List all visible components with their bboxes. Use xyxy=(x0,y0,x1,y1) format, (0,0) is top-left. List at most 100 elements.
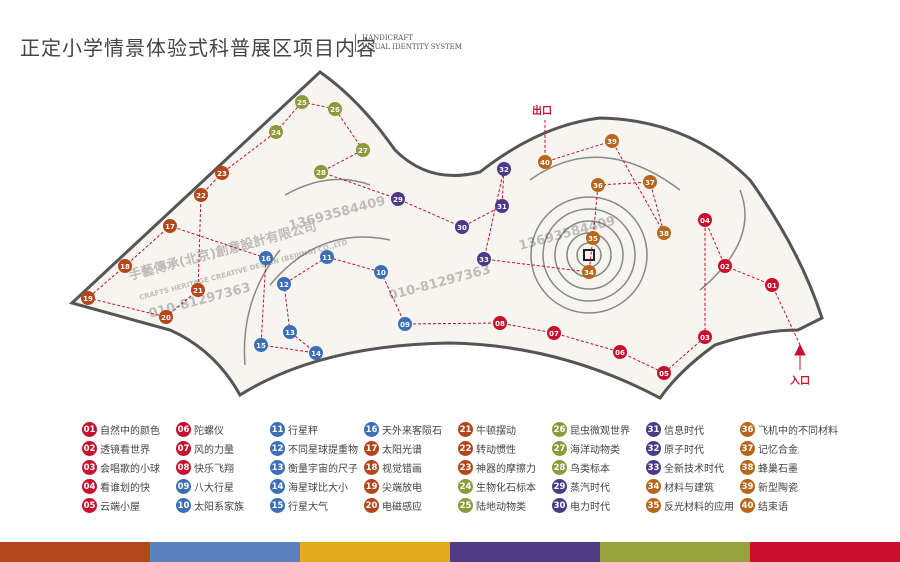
exhibit-marker-14: 14 xyxy=(309,346,323,360)
legend-number: 31 xyxy=(646,422,661,437)
color-band-segment xyxy=(450,542,600,562)
color-band-segment xyxy=(300,542,450,562)
marker-number: 35 xyxy=(588,235,598,243)
legend-label: 快乐飞翔 xyxy=(194,464,234,475)
legend-number: 20 xyxy=(364,498,379,513)
marker-number: 39 xyxy=(607,138,617,146)
marker-dot xyxy=(320,250,334,264)
legend-label: 八大行星 xyxy=(194,483,234,494)
legend-label: 云端小屋 xyxy=(100,502,140,513)
marker-number: 37 xyxy=(645,179,655,187)
legend-label: 会唱歌的小球 xyxy=(100,464,160,475)
color-band xyxy=(0,542,900,562)
legend-number: 02 xyxy=(82,441,97,456)
exhibit-marker-29: 29 xyxy=(391,192,405,206)
exhibit-marker-31: 31 xyxy=(495,199,509,213)
marker-number: 09 xyxy=(400,321,410,329)
legend-label: 风的力量 xyxy=(194,445,234,456)
exhibit-marker-03: 03 xyxy=(698,330,712,344)
marker-number: 23 xyxy=(217,170,227,178)
marker-dot xyxy=(309,346,323,360)
legend-label: 飞机中的不同材料 xyxy=(758,426,838,437)
legend-number: 15 xyxy=(270,498,285,513)
marker-number: 19 xyxy=(83,295,93,303)
marker-dot xyxy=(194,188,208,202)
marker-number: 38 xyxy=(659,230,669,238)
marker-number: 18 xyxy=(120,263,130,271)
legend-label: 海洋动物类 xyxy=(570,445,620,456)
marker-dot xyxy=(295,95,309,109)
marker-dot xyxy=(374,265,388,279)
marker-number: 31 xyxy=(497,203,507,211)
marker-dot xyxy=(613,345,627,359)
entrance-arrow-icon xyxy=(794,343,806,370)
legend-number: 33 xyxy=(646,460,661,475)
exhibit-marker-30: 30 xyxy=(455,220,469,234)
marker-dot xyxy=(328,102,342,116)
marker-dot xyxy=(191,283,205,297)
legend-number: 11 xyxy=(270,422,285,437)
exhibit-marker-15: 15 xyxy=(254,338,268,352)
marker-dot xyxy=(586,231,600,245)
legend-label: 尖端放电 xyxy=(382,483,422,494)
marker-number: 13 xyxy=(285,329,295,337)
marker-dot xyxy=(391,192,405,206)
exhibit-marker-16: 16 xyxy=(259,251,273,265)
brand-line-1: HANDICRAFT xyxy=(362,34,413,42)
marker-dot xyxy=(283,325,297,339)
exhibit-marker-22: 22 xyxy=(194,188,208,202)
legend-label: 海星球比大小 xyxy=(288,483,348,494)
marker-number: 27 xyxy=(358,147,368,155)
marker-dot xyxy=(698,213,712,227)
legend-number: 19 xyxy=(364,479,379,494)
exhibit-marker-23: 23 xyxy=(215,166,229,180)
exhibit-marker-13: 13 xyxy=(283,325,297,339)
marker-dot xyxy=(591,178,605,192)
marker-number: 05 xyxy=(659,370,669,378)
exhibit-marker-26: 26 xyxy=(328,102,342,116)
marker-dot xyxy=(657,226,671,240)
marker-number: 33 xyxy=(479,256,489,264)
legend-number: 27 xyxy=(552,441,567,456)
exhibit-marker-27: 27 xyxy=(356,143,370,157)
legend-number: 32 xyxy=(646,441,661,456)
exhibit-marker-12: 12 xyxy=(277,277,291,291)
color-band-segment xyxy=(0,542,150,562)
legend-number: 25 xyxy=(458,498,473,513)
exhibit-marker-39: 39 xyxy=(605,134,619,148)
legend-number: 24 xyxy=(458,479,473,494)
legend-label: 记忆合金 xyxy=(758,445,798,456)
tour-route xyxy=(86,101,801,374)
legend-number: 30 xyxy=(552,498,567,513)
legend-label: 陆地动物类 xyxy=(476,502,526,513)
marker-dot xyxy=(81,291,95,305)
legend-label: 鸟类标本 xyxy=(570,464,610,475)
legend-label: 不同星球提重物 xyxy=(288,445,358,456)
legend-label: 看谁划的快 xyxy=(100,483,150,494)
marker-dot xyxy=(765,278,779,292)
legend-number: 28 xyxy=(552,460,567,475)
marker-number: 25 xyxy=(297,99,307,107)
legend-number: 16 xyxy=(364,422,379,437)
exhibit-marker-25: 25 xyxy=(295,95,309,109)
marker-dot xyxy=(215,166,229,180)
exhibit-marker-37: 37 xyxy=(643,175,657,189)
